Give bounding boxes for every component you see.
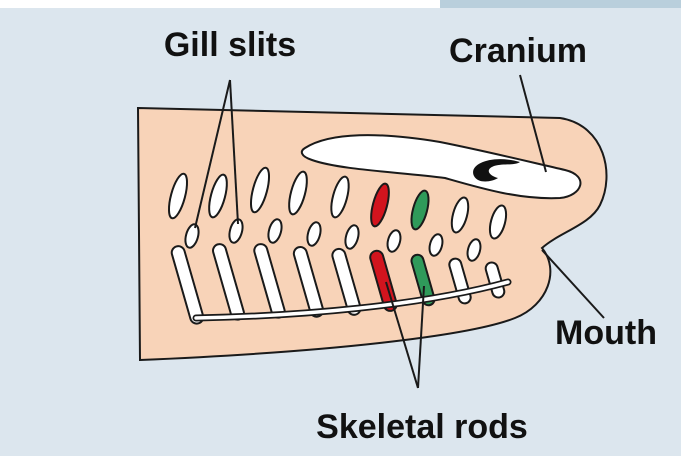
- skeletal-rods-label: Skeletal rods: [316, 408, 528, 446]
- mouth-label: Mouth: [555, 314, 657, 352]
- header-tab: [440, 0, 681, 8]
- cranium-label: Cranium: [449, 32, 587, 70]
- gill-slits-label: Gill slits: [164, 26, 296, 64]
